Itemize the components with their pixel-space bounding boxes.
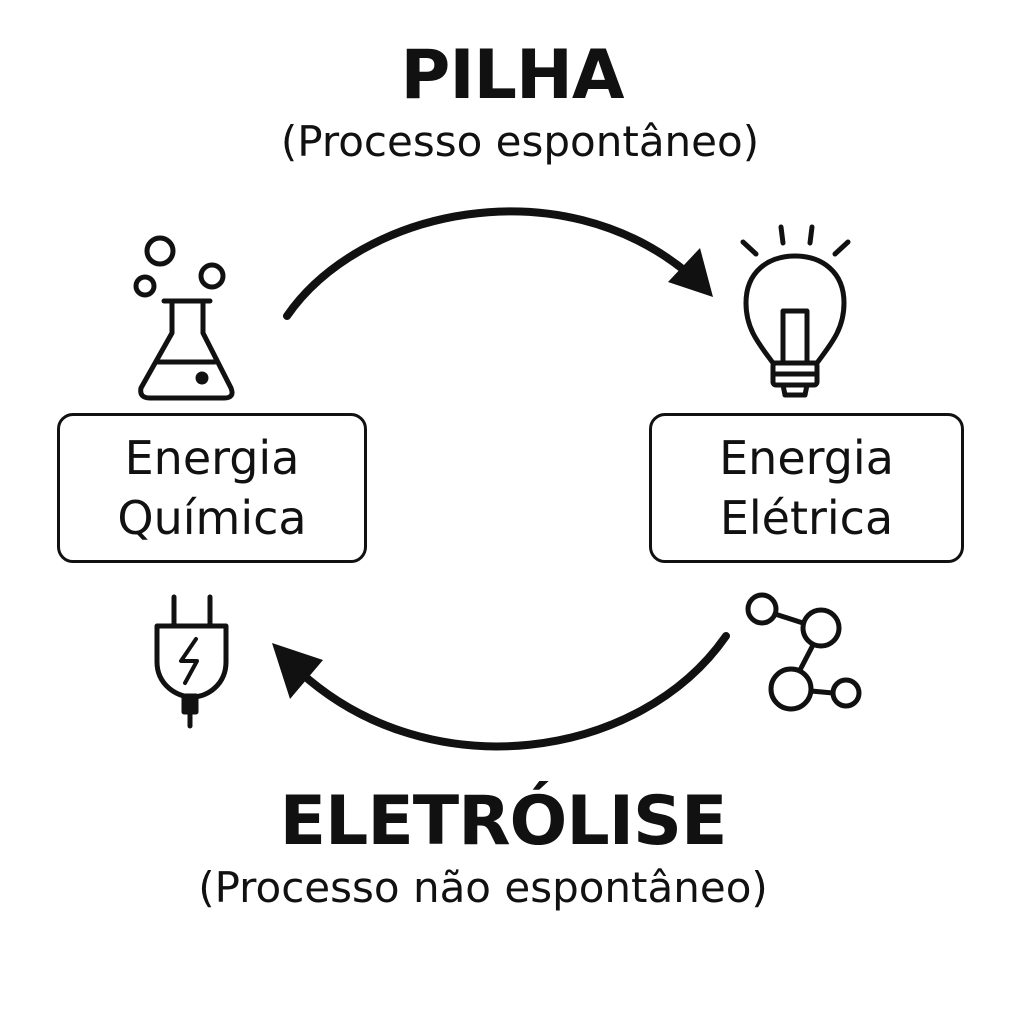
bottom-arrow [296, 632, 730, 751]
pilha-title: PILHA [400, 36, 624, 115]
eletrolise-title: ELETRÓLISE [279, 782, 728, 861]
light-bulb-icon [740, 224, 851, 398]
top-arrow [283, 207, 694, 320]
power-plug-icon [154, 594, 229, 729]
electrical-energy-line1: Energia [719, 431, 894, 485]
eletrolise-subtitle: (Processo não espontâneo) [198, 863, 768, 912]
pilha-subtitle: (Processo espontâneo) [280, 117, 760, 166]
chemical-energy-box: Energia Química [57, 413, 367, 563]
flask-icon [133, 235, 235, 401]
molecule-icon [745, 592, 862, 712]
electrical-energy-box: Energia Elétrica [649, 413, 964, 563]
bottom-arrowhead [272, 643, 323, 699]
chemical-energy-line2: Química [117, 491, 307, 545]
electrical-energy-line2: Elétrica [719, 491, 894, 545]
top-arrowhead [668, 248, 713, 297]
chemical-energy-line1: Energia [124, 431, 300, 485]
